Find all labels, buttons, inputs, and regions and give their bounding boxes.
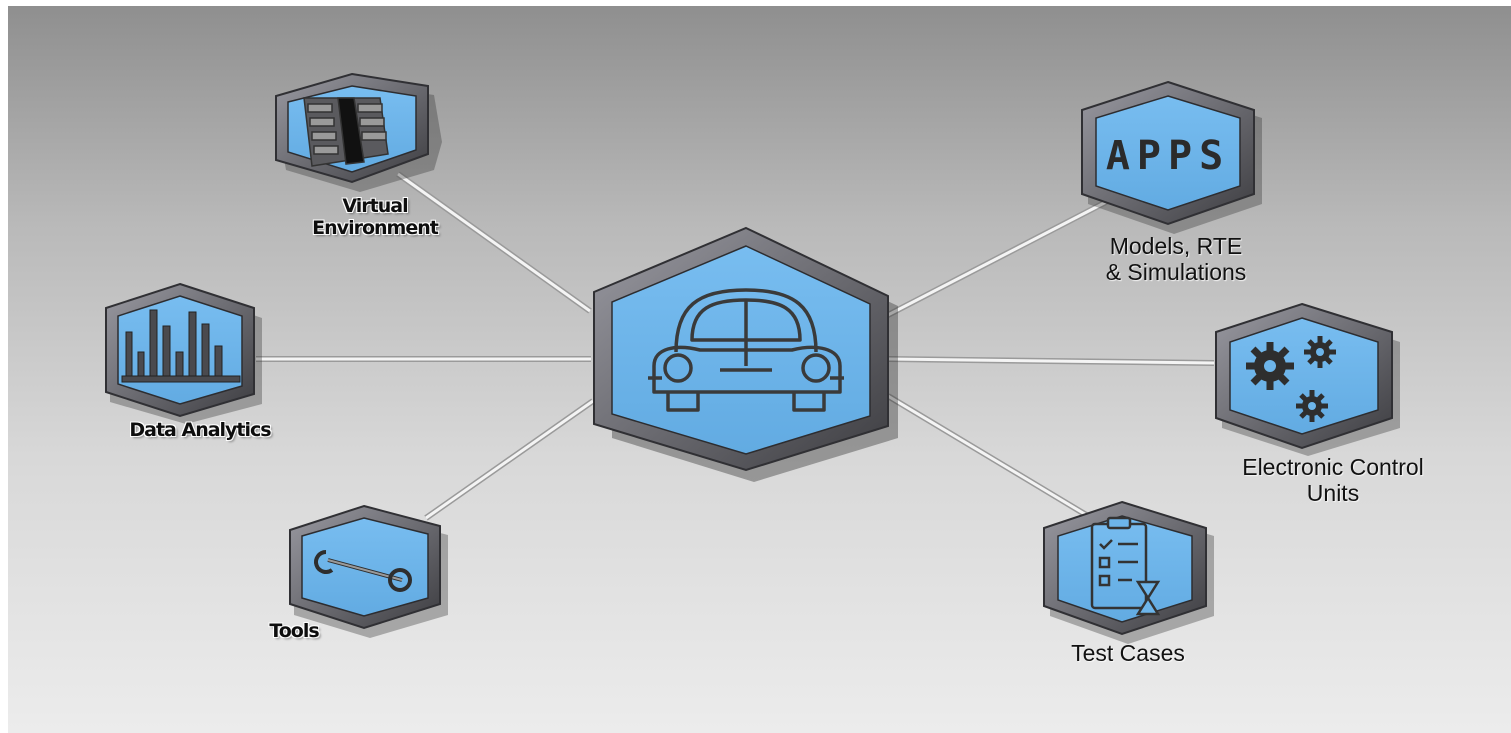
diagram-svg: APPS [105,72,1400,644]
gears-icon [1246,336,1336,422]
label-data-analytics-text: Data Analytics [129,419,271,441]
label-ecu-line2: Units [1306,480,1360,507]
hex-center [593,226,898,482]
label-ecu: Electronic Control Units [1188,454,1478,506]
label-tools-text: Tools [269,620,319,642]
bar-chart-icon [121,309,241,383]
connectors [256,171,1215,521]
label-test-cases-text: Test Cases [1071,640,1185,666]
label-test-cases: Test Cases [1048,640,1208,666]
hex-virtual-environment [275,72,442,192]
memory-chip-icon [303,97,389,167]
diagram-canvas: APPS [8,6,1511,733]
label-tools: Tools [244,620,344,643]
label-models-line2: & Simulations [1105,259,1247,286]
hex-tools [289,504,448,638]
checklist-hourglass-icon [1090,516,1161,616]
label-virtual-environment-line2: Environment [312,216,439,239]
label-ecu-line1: Electronic Control [1242,454,1424,480]
hex-ecu [1215,302,1400,456]
label-models: Models, RTE & Simulations [1066,233,1286,285]
label-models-line1: Models, RTE [1109,233,1243,259]
wrench-icon [314,550,412,592]
label-virtual-environment: Virtual Environment [280,195,470,239]
hex-test-cases [1043,500,1214,644]
hex-models: APPS [1081,80,1262,234]
label-data-analytics: Data Analytics [90,419,310,442]
apps-icon-text: APPS [1106,133,1230,179]
car-front-icon [648,288,844,412]
hex-data-analytics [105,282,262,424]
label-virtual-environment-line1: Virtual [342,195,408,217]
